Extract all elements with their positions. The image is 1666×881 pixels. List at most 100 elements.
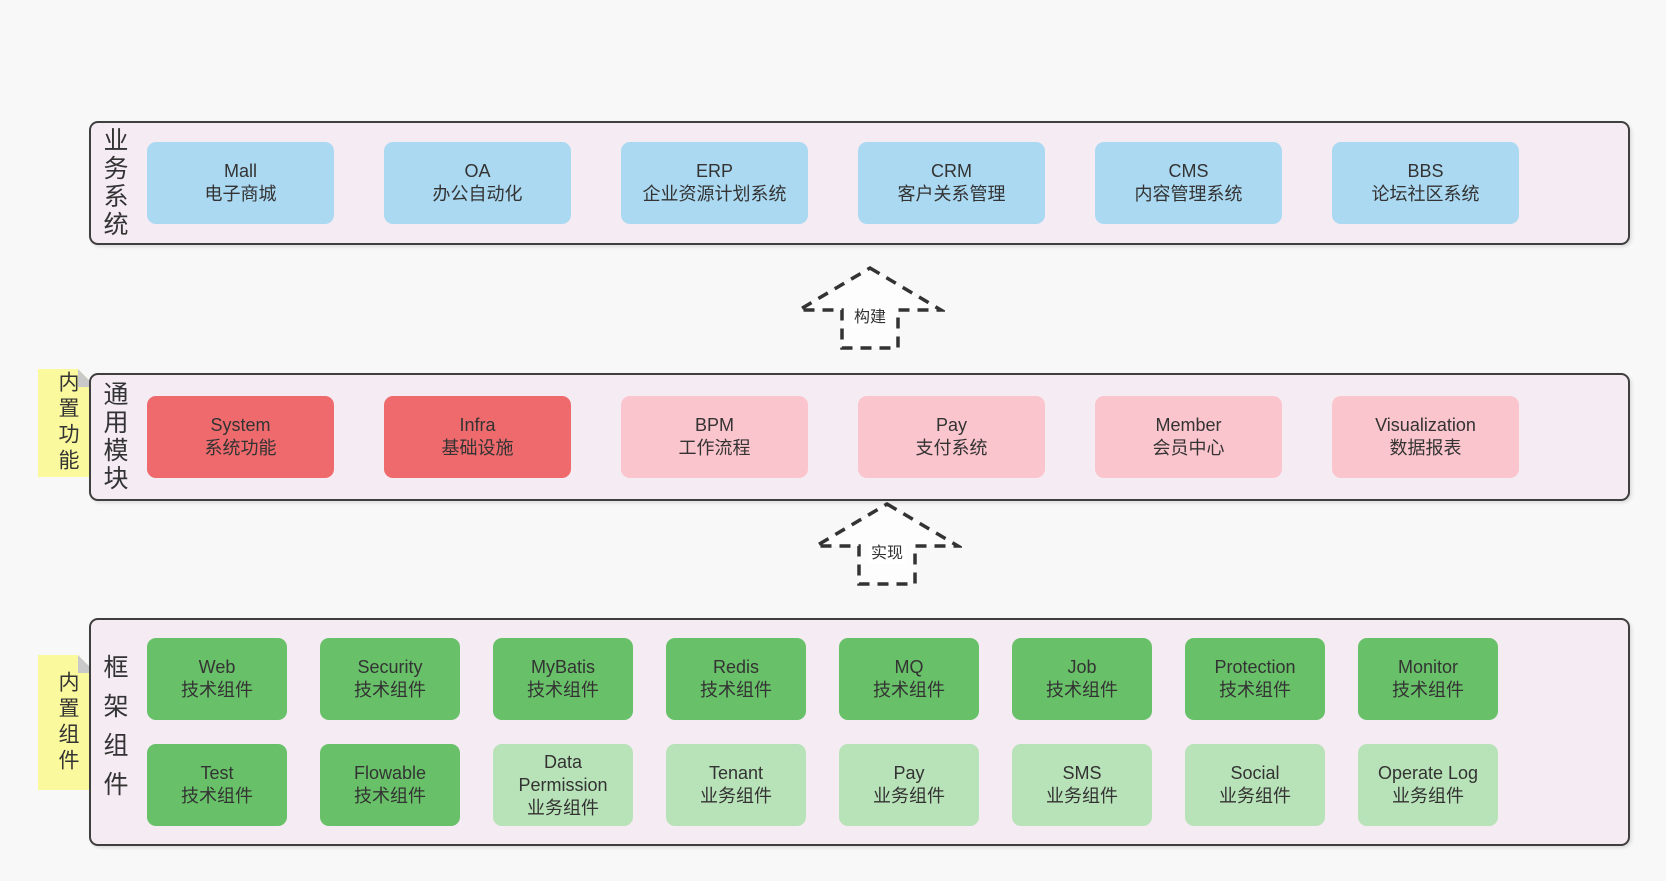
box-subtitle: 系统功能 (204, 438, 277, 458)
box-subtitle: 业务组件 (700, 786, 772, 806)
box-subtitle: 业务组件 (527, 797, 599, 818)
arrow-build: 构建 (795, 264, 945, 352)
arrow-implement: 实现 (812, 500, 962, 588)
box-subtitle: 内容管理系统 (1134, 184, 1243, 204)
box-subtitle: 数据报表 (1389, 438, 1462, 458)
panel-common-modules: 通用模块 System 系统功能 Infra 基础设施 BPM 工作流程 Pay 支付系统 Me… (89, 373, 1630, 501)
box-row: Mall 电子商城 OA 办公自动化 ERP 企业资源计划系统 CRM 客户关系管理 CMS 内容… (137, 142, 1628, 224)
box-subtitle: 技术组件 (873, 680, 945, 700)
box-erp: ERP 企业资源计划系统 (621, 142, 808, 224)
box-mall: Mall 电子商城 (147, 142, 334, 224)
box-subtitle: 客户关系管理 (897, 184, 1006, 204)
box-title: Pay (935, 415, 968, 435)
box-title: OA (464, 161, 491, 181)
box-mq: MQ 技术组件 (839, 638, 979, 720)
box-title: Member (1155, 415, 1222, 435)
box-title: Pay (893, 763, 925, 783)
box-crm: CRM 客户关系管理 (858, 142, 1045, 224)
box-title: Visualization (1375, 415, 1476, 435)
box-system: System 系统功能 (147, 396, 334, 478)
box-title: BBS (1407, 161, 1444, 181)
sticky-note-built-in-features: 内置功能 (38, 369, 96, 477)
box-oa: OA 办公自动化 (384, 142, 571, 224)
box-mybatis: MyBatis 技术组件 (493, 638, 633, 720)
box-title: MQ (894, 657, 924, 677)
box-title: SMS (1062, 763, 1102, 783)
box-operate-log: Operate Log 业务组件 (1358, 744, 1498, 826)
box-security: Security 技术组件 (320, 638, 460, 720)
box-title: MyBatis (530, 657, 595, 677)
box-visualization: Visualization 数据报表 (1332, 396, 1519, 478)
box-job: Job 技术组件 (1012, 638, 1152, 720)
box-subtitle: 业务组件 (1046, 786, 1118, 806)
box-subtitle: 技术组件 (354, 786, 426, 806)
box-title: Infra (459, 415, 496, 435)
panel-title-vertical: 通用模块 (100, 381, 128, 493)
box-pay: Pay 业务组件 (839, 744, 979, 826)
box-subtitle: 支付系统 (915, 438, 988, 458)
arrow-label: 构建 (850, 308, 890, 328)
box-grid: Mall 电子商城 OA 办公自动化 ERP 企业资源计划系统 CRM 客户关系管理 CMS 内容… (137, 123, 1628, 243)
box-bbs: BBS 论坛社区系统 (1332, 142, 1519, 224)
box-monitor: Monitor 技术组件 (1358, 638, 1498, 720)
box-subtitle: 基础设施 (441, 438, 514, 458)
box-subtitle: 工作流程 (678, 438, 751, 458)
box-subtitle: 企业资源计划系统 (642, 184, 787, 204)
box-title: Data Permission (518, 751, 608, 795)
arrow-label: 实现 (867, 544, 907, 564)
box-subtitle: 技术组件 (354, 680, 426, 700)
box-title: Security (357, 657, 423, 677)
box-title: BPM (694, 415, 734, 435)
box-subtitle: 技术组件 (1046, 680, 1118, 700)
box-subtitle: 技术组件 (527, 680, 599, 700)
box-title: Flowable (353, 763, 427, 783)
box-title: Social (1230, 763, 1280, 783)
box-web: Web 技术组件 (147, 638, 287, 720)
box-bpm: BPM 工作流程 (621, 396, 808, 478)
box-title: CMS (1168, 161, 1209, 181)
box-tenant: Tenant 业务组件 (666, 744, 806, 826)
box-subtitle: 技术组件 (1392, 680, 1464, 700)
box-flowable: Flowable 技术组件 (320, 744, 460, 826)
box-social: Social 业务组件 (1185, 744, 1325, 826)
box-subtitle: 论坛社区系统 (1371, 184, 1480, 204)
box-title: Mall (223, 161, 257, 181)
box-title: ERP (695, 161, 733, 181)
sticky-note-label: 内置功能 (56, 371, 79, 475)
box-title: Tenant (708, 763, 764, 783)
box-subtitle: 业务组件 (1392, 786, 1464, 806)
sticky-note-label: 内置组件 (56, 670, 79, 775)
box-subtitle: 电子商城 (204, 184, 277, 204)
box-title: Web (198, 657, 236, 677)
box-title: CRM (931, 161, 972, 181)
box-subtitle: 技术组件 (181, 680, 253, 700)
box-title: Test (200, 763, 234, 783)
box-title: Protection (1214, 657, 1296, 677)
box-title: Operate Log (1377, 763, 1479, 783)
box-sms: SMS 业务组件 (1012, 744, 1152, 826)
box-title: Redis (712, 657, 760, 677)
box-pay: Pay 支付系统 (858, 396, 1045, 478)
box-subtitle: 业务组件 (873, 786, 945, 806)
sticky-note-built-in-components: 内置组件 (38, 655, 96, 790)
panel-framework-components: 框架组件 Web 技术组件 Security 技术组件 MyBatis 技术组件 Redis… (89, 618, 1630, 846)
box-title: System (210, 415, 271, 435)
box-title: Job (1067, 657, 1097, 677)
panel-title-vertical: 框架组件 (100, 654, 128, 810)
box-cms: CMS 内容管理系统 (1095, 142, 1282, 224)
box-title: Monitor (1397, 657, 1459, 677)
box-subtitle: 业务组件 (1219, 786, 1291, 806)
box-subtitle: 办公自动化 (432, 184, 523, 204)
